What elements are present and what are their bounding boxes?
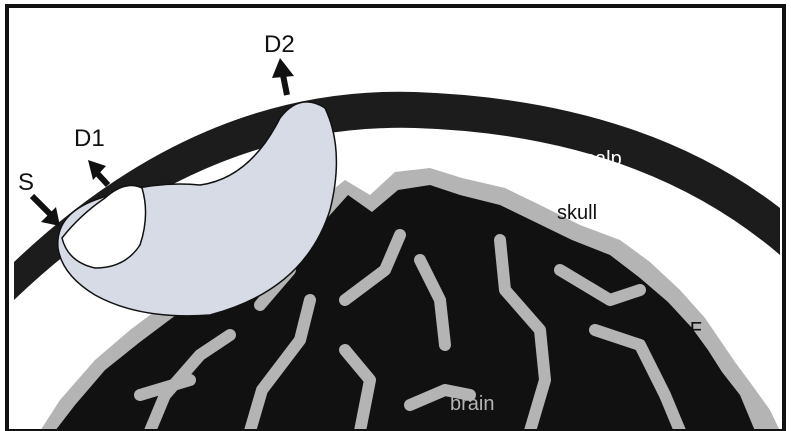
brain-label: brain	[450, 393, 494, 415]
detector2-label: D2	[264, 31, 295, 58]
csf-label: CSF	[662, 319, 702, 341]
detector2-arrow	[283, 75, 287, 95]
detector1-label: D1	[74, 125, 105, 152]
scalp-label: scalp	[575, 148, 622, 170]
source-label: S	[18, 169, 34, 196]
skull-label: skull	[557, 202, 597, 224]
